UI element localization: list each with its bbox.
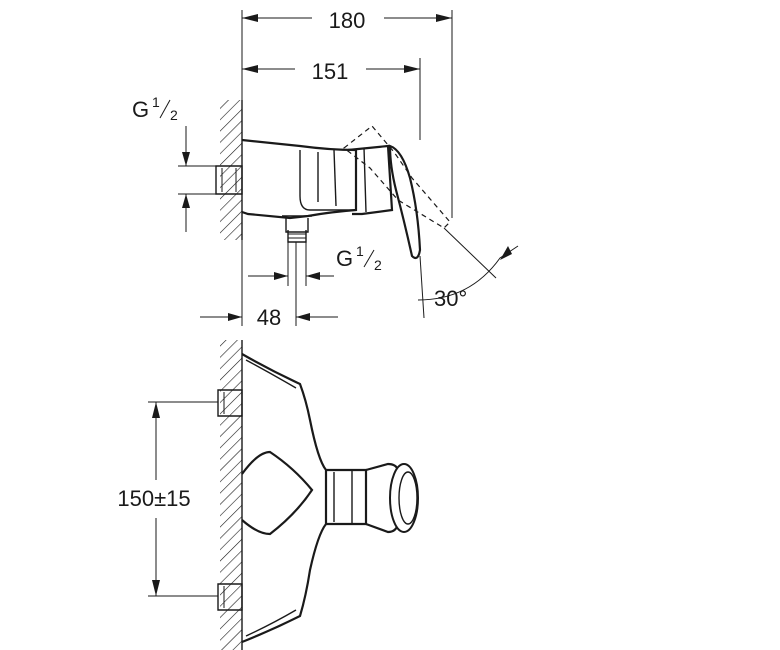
lever-solid	[388, 144, 422, 260]
dim-outlet-offset: 48	[257, 305, 281, 330]
dim-lever-angle: 30°	[434, 286, 467, 311]
svg-text:2: 2	[170, 107, 178, 123]
wall-bottom	[220, 340, 242, 650]
svg-text:1: 1	[356, 243, 364, 259]
dim-inlet-spacing: 150±15	[117, 486, 190, 511]
svg-text:1: 1	[152, 94, 160, 110]
svg-text:G: G	[132, 97, 149, 122]
dim-lever-length: 151	[312, 59, 349, 84]
faucet-body-front	[241, 353, 328, 644]
inlet-thread-label: G 1 2	[132, 94, 178, 123]
dim-overall-length: 180	[329, 8, 366, 33]
faucet-body	[241, 138, 358, 220]
lever-rotated-dashed	[343, 125, 451, 229]
side-view: 180 151 G 1 2 G 1 2	[132, 8, 519, 330]
outlet-thread-label: G 1 2	[336, 243, 382, 273]
front-view: 150±15	[117, 340, 419, 650]
svg-text:G: G	[336, 246, 353, 271]
knob-front	[389, 463, 419, 533]
wall-top	[220, 100, 242, 240]
svg-text:2: 2	[374, 257, 382, 273]
